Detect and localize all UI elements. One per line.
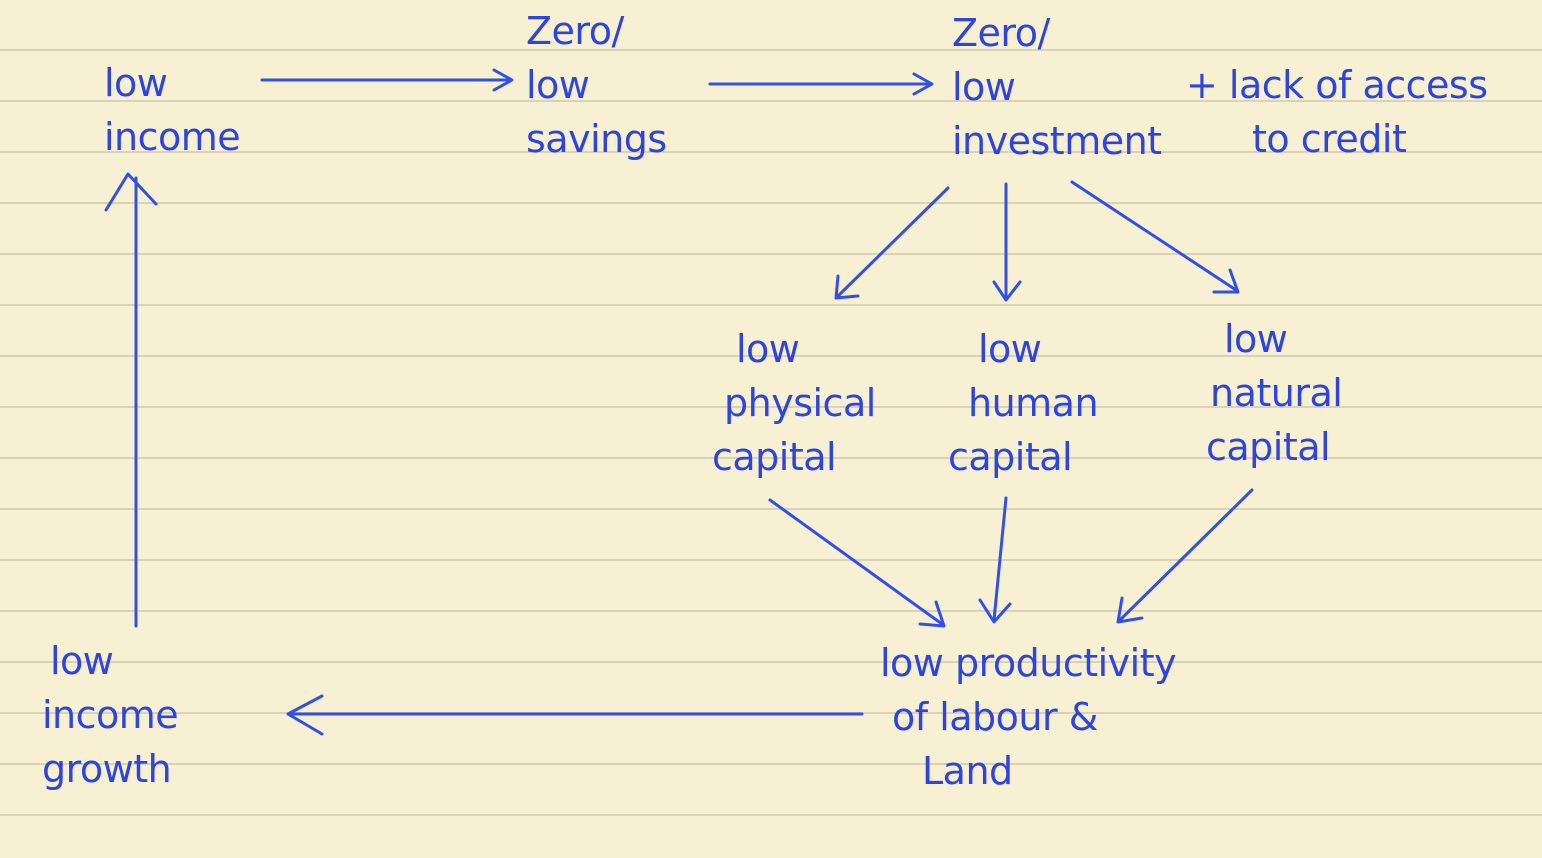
node-text-line: low [104, 61, 168, 105]
node-text-line: natural [1210, 371, 1343, 415]
arrow-investment-to-physical [834, 186, 950, 300]
node-text-line: low [736, 327, 800, 371]
node-text-line: low [978, 327, 1042, 371]
node-text-line: low [1224, 317, 1288, 361]
node-low-income-growth: low income growth [42, 634, 179, 796]
arrow-productivity-to-growth [286, 694, 864, 736]
node-text-line: investment [952, 119, 1162, 163]
node-text-line: savings [526, 117, 667, 161]
node-text-line: low [50, 639, 114, 683]
node-text-line: Zero/ [526, 9, 624, 53]
node-text-line: low productivity [880, 641, 1177, 685]
node-human-capital: low human capital [948, 322, 1099, 484]
node-low-investment: Zero/ low investment [952, 6, 1162, 168]
node-text-line: physical [724, 381, 876, 425]
arrow-physical-to-productivity [768, 498, 946, 628]
node-text-line: Land [922, 749, 1013, 793]
node-low-savings: Zero/ low savings [526, 4, 667, 166]
node-text-line: growth [42, 747, 172, 791]
node-credit-note: + lack of access to credit [1186, 58, 1488, 166]
node-text-line: of labour & [892, 695, 1098, 739]
node-physical-capital: low physical capital [712, 322, 876, 484]
node-text-line: income [42, 693, 179, 737]
arrow-investment-to-natural [1070, 180, 1240, 294]
arrow-savings-to-investment [708, 72, 934, 96]
node-text-line: income [104, 115, 241, 159]
node-text-line: + lack of access [1186, 63, 1488, 107]
arrow-human-to-productivity [978, 496, 1012, 624]
node-text-line: human [968, 381, 1099, 425]
node-text-line: capital [948, 435, 1073, 479]
arrow-natural-to-productivity [1116, 488, 1254, 624]
node-low-productivity: low productivity of labour & Land [880, 636, 1177, 798]
node-text-line: low [952, 65, 1016, 109]
node-text-line: to credit [1252, 117, 1407, 161]
arrow-investment-to-human [992, 182, 1022, 302]
arrow-growth-to-income [104, 172, 158, 628]
node-text-line: capital [712, 435, 837, 479]
node-text-line: Zero/ [952, 11, 1050, 55]
node-text-line: capital [1206, 425, 1331, 469]
node-text-line: low [526, 63, 590, 107]
arrow-income-to-savings [260, 68, 514, 92]
node-low-income: low income [104, 56, 241, 164]
node-natural-capital: low natural capital [1206, 312, 1343, 474]
